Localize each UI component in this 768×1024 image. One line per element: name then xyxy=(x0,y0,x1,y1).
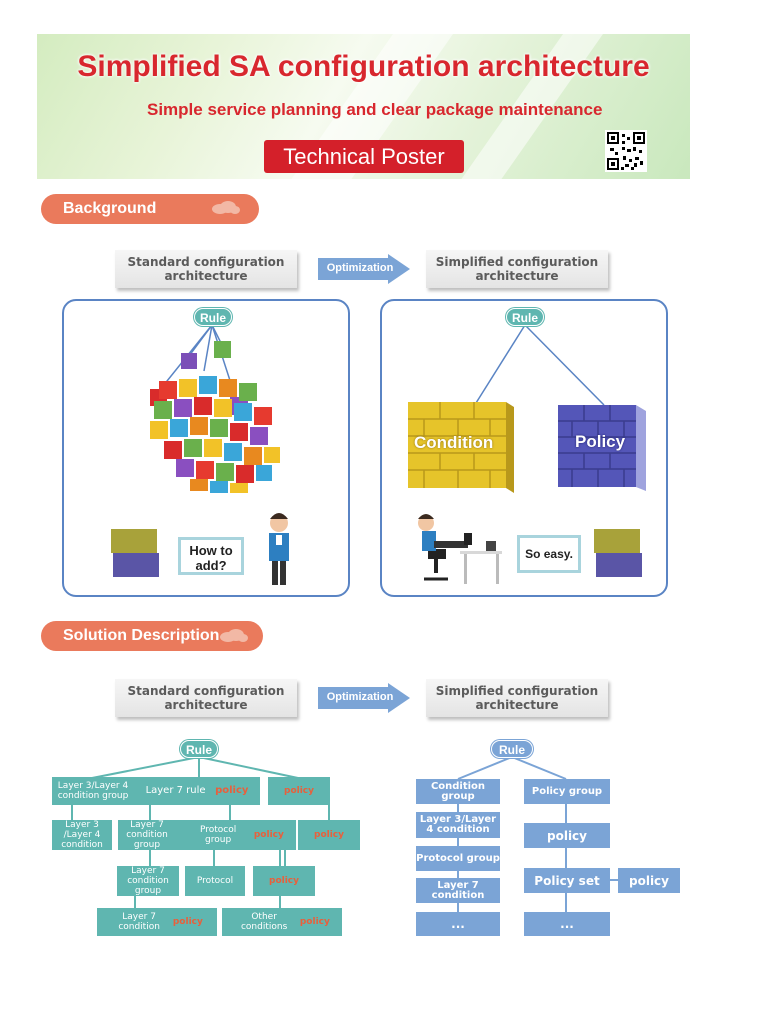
policy-set-node: Policy set xyxy=(524,868,610,893)
policy-node: policy xyxy=(253,866,315,896)
protocol-group-node: Protocol group policy xyxy=(176,820,296,850)
layer34-condition-node: Layer 3 /Layer 4 condition xyxy=(52,820,112,850)
protocol-group-label: Protocol group xyxy=(199,825,237,845)
cube-rule-illustration xyxy=(111,324,289,585)
standard-architecture-panel: Rule How to add? xyxy=(62,299,350,597)
layer7-condition-node: Layer 7 condition xyxy=(416,878,500,903)
other-conditions-label: Other conditions xyxy=(240,912,288,932)
layer7-rule-label: Layer 7 rule xyxy=(145,785,206,796)
relaxed-person-icon xyxy=(418,514,502,584)
optimization-label: Optimization xyxy=(326,262,394,274)
qr-code-icon[interactable] xyxy=(605,130,647,172)
condition-ellipsis-node: ... xyxy=(416,912,500,936)
rule-node: Rule xyxy=(506,308,544,326)
rule-node: Rule xyxy=(180,740,218,758)
background-section-heading: Background xyxy=(41,194,259,224)
poster-subtitle: Simple service planning and clear packag… xyxy=(147,100,603,119)
optimization-arrow-icon xyxy=(318,683,410,713)
standard-architecture-label: Standard configuration architecture xyxy=(115,250,297,288)
policy-label: policy xyxy=(269,876,299,886)
policy-node: policy xyxy=(618,868,680,893)
layer7-rule-node: Layer 7 rule policy xyxy=(134,777,260,805)
layer7-condition-group-node: Layer 7 condition group xyxy=(117,866,179,896)
policy-label: policy xyxy=(299,917,330,927)
optimization-arrow-icon xyxy=(318,254,410,284)
policy-node: policy xyxy=(268,777,330,805)
policy-wall-icon xyxy=(558,405,646,491)
rule-node: Rule xyxy=(491,740,533,758)
policy-label: Policy xyxy=(575,432,626,451)
simplified-architecture-panel: Rule Condition Policy So easy. xyxy=(380,299,668,597)
cloud-icon xyxy=(220,629,248,642)
policy-node: policy xyxy=(524,823,610,848)
policy-label: policy xyxy=(284,786,314,796)
standard-architecture-label: Standard configuration architecture xyxy=(115,679,297,717)
rule-node: Rule xyxy=(194,308,232,326)
policy-ellipsis-node: ... xyxy=(524,912,610,936)
solution-section-label: Solution Description xyxy=(63,627,220,644)
poster-title: Simplified SA configuration architecture xyxy=(77,50,650,83)
layer34-condition-group-node: Layer 3/Layer 4 condition group xyxy=(52,777,134,805)
condition-group-node: Condition group xyxy=(416,779,500,804)
protocol-node: Protocol xyxy=(185,866,245,896)
simplified-architecture-label: Simplified configuration architecture xyxy=(426,250,608,288)
policy-label: policy xyxy=(253,830,284,840)
poster-banner: Simplified SA configuration architecture… xyxy=(37,34,690,179)
condition-wall-icon xyxy=(408,402,514,493)
layer7-condition-node: Layer 7 condition policy xyxy=(97,908,217,936)
optimization-label: Optimization xyxy=(326,691,394,703)
wall-rule-illustration xyxy=(408,324,646,584)
cloud-icon xyxy=(212,201,240,214)
protocol-group-node: Protocol group xyxy=(416,846,500,871)
simplified-architecture-label: Simplified configuration architecture xyxy=(426,679,608,717)
policy-label: policy xyxy=(172,917,203,927)
other-conditions-node: Other conditions policy xyxy=(222,908,342,936)
background-section-label: Background xyxy=(63,200,157,217)
condition-label: Condition xyxy=(414,433,494,452)
how-to-add-speech: How to add? xyxy=(178,537,244,575)
policy-node: policy xyxy=(298,820,360,850)
so-easy-speech: So easy. xyxy=(517,535,581,573)
layer7-condition-group-node: Layer 7 condition group xyxy=(118,820,176,850)
policy-group-node: Policy group xyxy=(524,779,610,804)
technical-poster-badge: Technical Poster xyxy=(264,140,464,173)
layer7-condition-label: Layer 7 condition xyxy=(118,912,160,932)
policy-label: policy xyxy=(215,785,249,796)
layer34-condition-node: Layer 3/Layer 4 condition xyxy=(416,812,500,838)
policy-label: policy xyxy=(314,830,344,840)
